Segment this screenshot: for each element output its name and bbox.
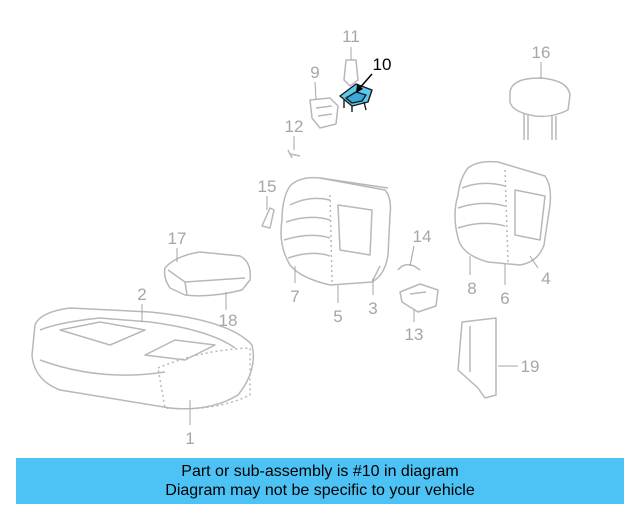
seat-back-left-part bbox=[280, 176, 392, 286]
seat-exploded-view: 1 2 3 4 5 6 7 8 9 11 12 13 14 15 16 17 1… bbox=[31, 27, 571, 448]
callout-11: 11 bbox=[342, 27, 360, 46]
callout-9: 9 bbox=[310, 63, 319, 82]
callout-14: 14 bbox=[413, 227, 432, 246]
callout-12: 12 bbox=[285, 117, 304, 136]
banner-line-2: Diagram may not be specific to your vehi… bbox=[165, 482, 475, 499]
leader-10-arrowhead bbox=[356, 84, 363, 93]
bracket-part-15 bbox=[261, 207, 275, 229]
parts-diagram: 1 2 3 4 5 6 7 8 9 11 12 13 14 15 16 17 1… bbox=[31, 27, 571, 448]
latch-part-9 bbox=[309, 97, 339, 129]
bracket-part-13 bbox=[399, 283, 439, 313]
callout-7: 7 bbox=[290, 287, 299, 306]
leader-9 bbox=[314, 81, 317, 101]
seat-cushion-part bbox=[31, 307, 255, 410]
callout-19: 19 bbox=[521, 357, 540, 376]
leader-4 bbox=[529, 255, 539, 269]
leader-14 bbox=[409, 245, 415, 267]
callout-17: 17 bbox=[168, 229, 187, 248]
armrest-part bbox=[163, 251, 252, 297]
info-banner: Part or sub-assembly is #10 in diagram D… bbox=[16, 458, 624, 504]
callout-10-highlighted: 10 bbox=[373, 55, 392, 74]
clip-part-11 bbox=[343, 59, 359, 87]
callout-4: 4 bbox=[541, 269, 550, 288]
callout-6: 6 bbox=[500, 289, 509, 308]
callout-2: 2 bbox=[137, 285, 146, 304]
callout-3: 3 bbox=[368, 299, 377, 318]
panel-part-19 bbox=[457, 317, 497, 399]
seat-back-right-part bbox=[454, 160, 552, 266]
callout-8: 8 bbox=[467, 279, 476, 298]
highlighted-part-10 bbox=[339, 83, 373, 112]
callout-13: 13 bbox=[405, 325, 424, 344]
bolt-part-12 bbox=[287, 149, 301, 159]
banner-line-1: Part or sub-assembly is #10 in diagram bbox=[181, 463, 459, 480]
headrest-part bbox=[509, 77, 571, 140]
callout-18: 18 bbox=[219, 311, 238, 330]
callout-1: 1 bbox=[185, 429, 194, 448]
callout-15: 15 bbox=[258, 177, 277, 196]
hook-part-14 bbox=[397, 263, 421, 271]
callout-16: 16 bbox=[532, 43, 551, 62]
callout-5: 5 bbox=[333, 307, 342, 326]
